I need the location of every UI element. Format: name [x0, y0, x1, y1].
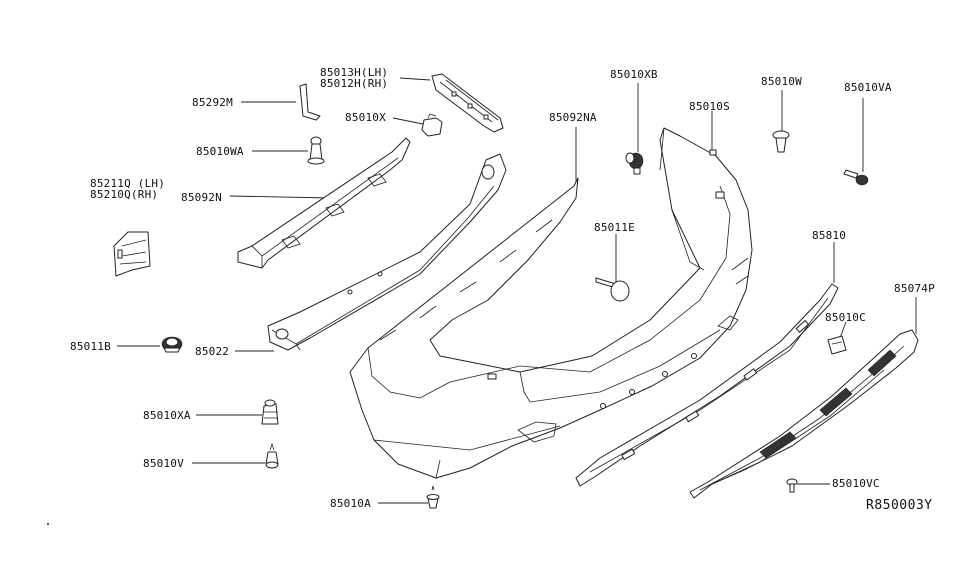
label-85211q: 85211Q (LH) — [90, 177, 166, 190]
label-85010s: 85010S — [689, 100, 730, 113]
reinforcement-85022 — [267, 153, 507, 351]
side-garnish-85074p — [689, 329, 919, 499]
corner-dot — [47, 523, 49, 525]
label-85092na: 85092NA — [549, 111, 597, 124]
diagram-code: R850003Y — [866, 498, 933, 513]
energy-absorber-85092n — [237, 137, 411, 269]
clip-85010w — [772, 130, 790, 153]
grommet-85011b — [161, 336, 183, 353]
label-85074p: 85074P — [894, 282, 935, 295]
label-85010x: 85010X — [345, 111, 386, 124]
label-85010a: 85010A — [330, 497, 371, 510]
bumper-fascia-85010s — [349, 127, 753, 479]
clip-85010v — [265, 442, 279, 469]
clip-85010a — [426, 485, 440, 509]
clip-85010xa — [261, 399, 279, 425]
label-85810: 85810 — [812, 229, 847, 242]
plug-85011e — [595, 277, 630, 302]
bracket-85211q — [113, 231, 151, 277]
label-85022: 85022 — [195, 345, 230, 358]
label-85011e: 85011E — [594, 221, 635, 234]
leader-lines — [117, 77, 917, 504]
label-85010va: 85010VA — [844, 81, 892, 94]
label-85092n: 85092N — [181, 191, 222, 204]
label-85010v: 85010V — [143, 457, 184, 470]
label-85010vc: 85010VC — [832, 477, 880, 490]
label-85010w: 85010W — [761, 75, 802, 88]
clip-85010xb — [625, 152, 644, 175]
side-bracket-upper — [431, 73, 504, 133]
label-85210q: 85210Q(RH) — [90, 188, 159, 201]
label-85010xb: 85010XB — [610, 68, 658, 81]
clip-85010c — [827, 335, 847, 355]
bracket-85292m — [299, 83, 321, 121]
label-85013h: 85013H(LH) — [320, 66, 389, 79]
label-85010wa: 85010WA — [196, 145, 244, 158]
label-85010c: 85010C — [825, 311, 866, 324]
clip-85010x — [421, 113, 443, 137]
clip-85010wa — [307, 136, 325, 165]
label-85012h: 85012H(RH) — [320, 77, 389, 90]
label-85011b: 85011B — [70, 340, 111, 353]
screw-85010vc — [786, 478, 798, 493]
lower-garnish-85810 — [575, 283, 839, 487]
label-85292m: 85292M — [192, 96, 233, 109]
label-85010xa: 85010XA — [143, 409, 191, 422]
bolt-85010va — [843, 169, 869, 186]
